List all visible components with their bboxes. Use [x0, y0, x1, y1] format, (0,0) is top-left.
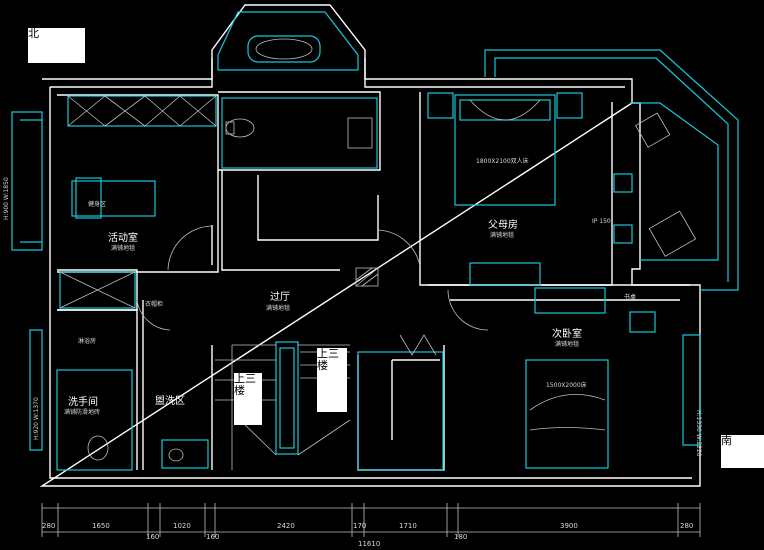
dim-top-1: 1650: [92, 522, 110, 530]
dimension-texts: 280 1650 1020 2420 170 1710 3900 280 160…: [42, 522, 693, 548]
laundry-label: 盥洗区: [155, 395, 185, 407]
second-room-label: 次卧室: [552, 327, 582, 340]
room-outlines: [56, 11, 656, 471]
up-third-right-line2: 楼: [317, 359, 328, 372]
up-third-floor-right: 上三 楼: [317, 348, 347, 412]
dim-top-4: 170: [353, 522, 366, 530]
south-tag: 南: [721, 435, 764, 468]
interior-walls: [57, 91, 690, 471]
dim-bottom-1: 160: [206, 533, 219, 541]
corridor-label: 过厅: [270, 290, 290, 303]
north-tag: 北: [28, 28, 85, 63]
washroom-label: 洗手间: [68, 395, 98, 408]
coat-cabinet-label: 衣帽柜: [145, 300, 163, 308]
south-label: 南: [721, 434, 732, 447]
north-label: 北: [28, 27, 39, 40]
outer-walls: [11, 4, 739, 487]
dim-top-0: 280: [42, 522, 55, 530]
corridor-floor: 满铺地毯: [266, 304, 290, 312]
shower-label: 淋浴房: [78, 337, 96, 345]
dim-top-2: 1020: [173, 522, 191, 530]
second-bed-label: 1500X2000床: [546, 381, 587, 389]
up-third-left-line1: 上三: [234, 372, 256, 385]
dimension-lines: [41, 503, 701, 537]
parents-room-floor: 满铺地毯: [490, 231, 514, 239]
up-third-right-line1: 上三: [317, 347, 339, 360]
window-right-label: H:1330 W:2220: [695, 410, 702, 457]
height-mark: IP 150: [592, 218, 611, 225]
study-desk-label: 书桌: [624, 293, 636, 301]
up-third-floor-left: 上三 楼: [234, 373, 262, 425]
second-room-floor: 满铺地毯: [555, 340, 579, 348]
door-swings: [136, 225, 489, 331]
dim-top-7: 280: [680, 522, 693, 530]
window-left-label: H:900 W:1850: [3, 177, 10, 220]
dim-bottom-2: 180: [454, 533, 467, 541]
dim-top-3: 2420: [277, 522, 295, 530]
dim-total: 11610: [358, 540, 380, 548]
dim-top-6: 3900: [560, 522, 578, 530]
gym-label: 健身区: [88, 200, 106, 208]
activity-room-floor: 满铺地毯: [111, 244, 135, 252]
parents-bed-label: 1800X2100双人床: [476, 157, 529, 165]
parents-room-label: 父母房: [488, 218, 518, 231]
activity-room-label: 活动室: [108, 231, 138, 244]
dim-bottom-0: 160: [146, 533, 159, 541]
labels: 活动室 满铺地毯 健身区 父母房 满铺地毯 1800X2100双人床 过厅 满铺…: [3, 157, 702, 457]
up-third-left-line2: 楼: [234, 384, 245, 397]
washroom-floor: 满铺防滑地砖: [64, 408, 100, 416]
window-left-bottom-label: H:920 W:1370: [33, 397, 40, 440]
dim-top-5: 1710: [399, 522, 417, 530]
